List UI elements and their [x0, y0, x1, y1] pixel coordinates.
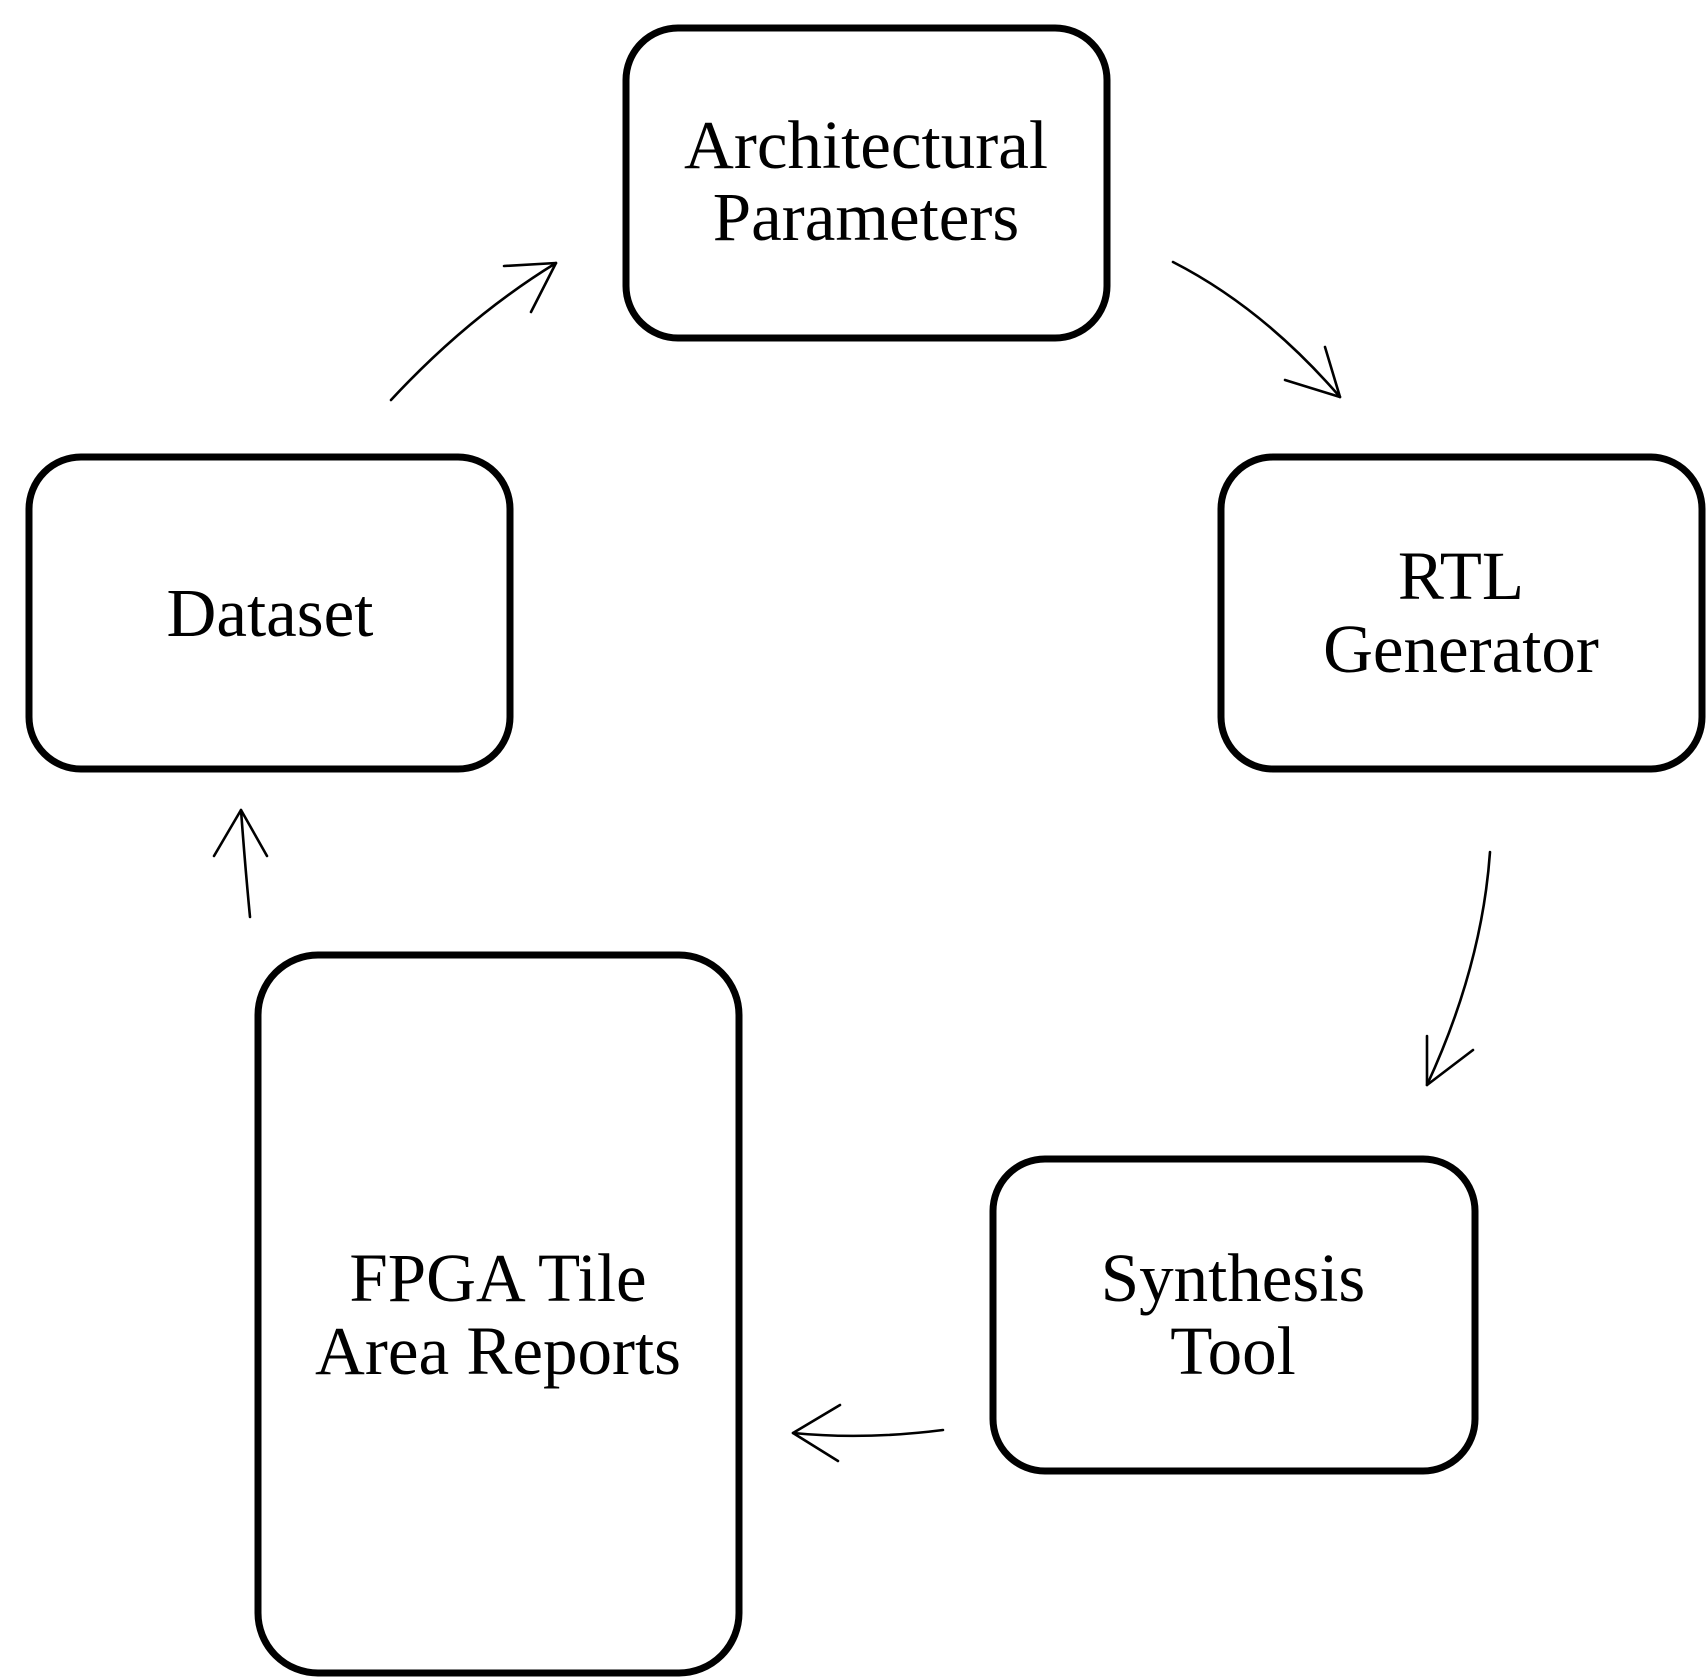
- node-rtl-generator-label-line2: Generator: [1323, 611, 1599, 687]
- node-rtl-generator-box: [1217, 453, 1706, 773]
- edge-architectural-parameters-to-rtl-generator: [1171, 260, 1342, 399]
- edge-fpga-tile-area-reports-to-dataset: [212, 808, 269, 919]
- node-architectural-parameters-label-line2: Parameters: [713, 179, 1020, 255]
- edge-synthesis-tool-to-fpga-tile-area-reports: [791, 1403, 945, 1463]
- edge-dataset-to-architectural-parameters: [389, 261, 558, 402]
- edge-line: [1425, 850, 1492, 1087]
- node-fpga-tile-area-reports: FPGA Tile Area Reports: [254, 951, 743, 1677]
- edge-line: [389, 261, 558, 402]
- node-dataset: Dataset: [25, 453, 514, 773]
- node-fpga-tile-area-reports-label-line2: Area Reports: [315, 1313, 681, 1389]
- edge-line: [239, 808, 252, 919]
- node-fpga-tile-area-reports-label-line1: FPGA Tile: [349, 1240, 646, 1316]
- edge-rtl-generator-to-synthesis-tool: [1425, 850, 1492, 1087]
- node-synthesis-tool-label-line2: Tool: [1170, 1313, 1296, 1389]
- node-synthesis-tool: Synthesis Tool: [989, 1155, 1479, 1475]
- node-architectural-parameters-box: [622, 24, 1111, 342]
- node-architectural-parameters: Architectural Parameters: [622, 24, 1111, 342]
- node-rtl-generator: RTL Generator: [1217, 453, 1706, 773]
- edge-line: [791, 1428, 945, 1438]
- node-architectural-parameters-label-line1: Architectural: [684, 107, 1048, 183]
- node-dataset-label: Dataset: [167, 575, 374, 651]
- arrowhead-icon: [1283, 345, 1342, 399]
- arrowhead-icon: [791, 1403, 842, 1463]
- arrowhead-icon: [502, 261, 558, 314]
- edge-line: [1171, 260, 1342, 399]
- node-dataset-box: [25, 453, 514, 773]
- node-fpga-tile-area-reports-box: [254, 951, 743, 1677]
- node-synthesis-tool-box: [989, 1155, 1479, 1475]
- arrowhead-icon: [212, 808, 269, 858]
- arrowhead-icon: [1425, 1034, 1475, 1087]
- node-synthesis-tool-label-line1: Synthesis: [1101, 1240, 1366, 1316]
- node-rtl-generator-label-line1: RTL: [1398, 538, 1524, 614]
